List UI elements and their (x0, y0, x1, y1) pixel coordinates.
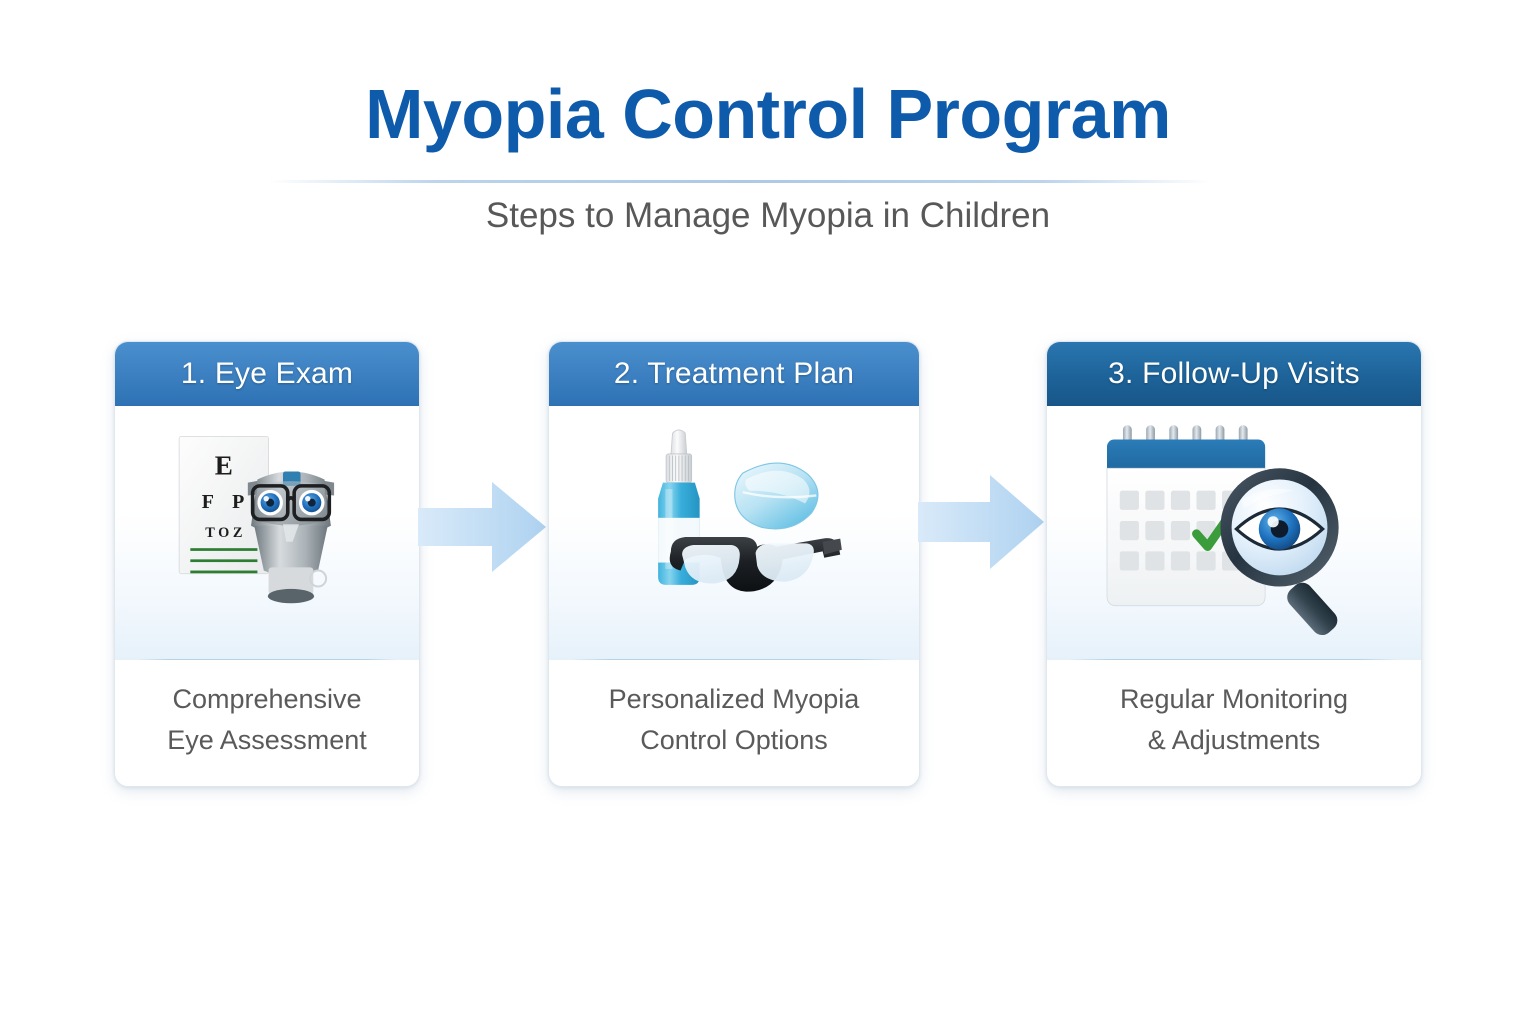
arrow-right-icon (418, 482, 546, 572)
step-card-header: 1. Eye Exam (115, 342, 419, 406)
step-card-treatment-plan[interactable]: 2. Treatment Plan (548, 341, 920, 787)
title-divider (268, 180, 1212, 183)
caption-line-1: Regular Monitoring (1119, 684, 1349, 715)
treatment-plan-illustration (658, 429, 842, 592)
step-card-caption: Comprehensive Eye Assessment (115, 660, 419, 786)
phoropter-icon (247, 471, 335, 604)
step-card-caption: Regular Monitoring & Adjustments (1047, 660, 1421, 786)
eyeglasses-icon (669, 536, 842, 592)
step-card-illustration (1047, 406, 1421, 660)
flow-arrow-1 (418, 482, 546, 572)
follow-up-illustration (1106, 425, 1339, 636)
svg-text:P: P (232, 491, 244, 513)
flow-arrow-2 (918, 475, 1044, 569)
svg-text:F: F (202, 491, 214, 513)
contact-lens-icon (734, 462, 819, 530)
step-card-eye-exam[interactable]: 1. Eye Exam (114, 341, 420, 787)
step-card-illustration: E F P T O Z (115, 406, 419, 660)
arrow-right-icon (918, 475, 1044, 569)
card-content-divider (1069, 659, 1399, 660)
caption-line-2: Control Options (640, 725, 828, 755)
eye-chart-icon: E F P T O Z (178, 435, 269, 575)
step-card-caption: Personalized Myopia Control Options (549, 660, 919, 786)
page-subtitle: Steps to Manage Myopia in Children (485, 196, 1051, 235)
page-title: Myopia Control Program (365, 75, 1171, 153)
step-card-follow-up-visits[interactable]: 3. Follow-Up Visits (1046, 341, 1422, 787)
svg-text:T O Z: T O Z (205, 525, 242, 541)
step-card-header: 2. Treatment Plan (549, 342, 919, 406)
magnifier-eye-icon (1220, 468, 1339, 636)
step-card-header: 3. Follow-Up Visits (1047, 342, 1421, 406)
card-content-divider (137, 659, 397, 660)
caption-line-2: & Adjustments (1147, 725, 1321, 755)
step-card-illustration (549, 406, 919, 660)
card-content-divider (571, 659, 897, 660)
caption-line-2: Eye Assessment (167, 725, 367, 755)
eye-exam-illustration: E F P T O Z (178, 435, 335, 604)
svg-text:E: E (215, 451, 233, 481)
caption-line-1: Personalized Myopia (608, 684, 860, 715)
caption-line-1: Comprehensive (172, 684, 362, 715)
